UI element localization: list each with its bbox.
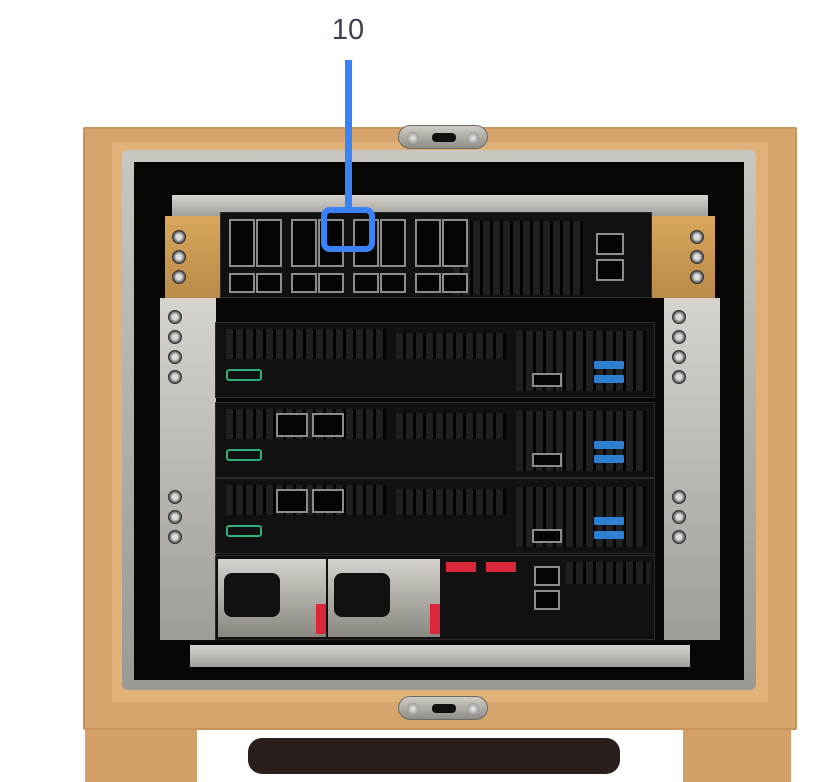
- power-supply-1: [218, 559, 326, 637]
- usb-port: [594, 441, 624, 449]
- callout-highlight-box: [321, 207, 375, 252]
- sfp-port: [291, 219, 317, 267]
- bolt-icon: [168, 350, 182, 364]
- vent: [396, 333, 506, 359]
- usb-port: [594, 375, 624, 383]
- bolt-icon: [168, 370, 182, 384]
- sfp-port: [415, 273, 441, 293]
- sfp-port: [256, 219, 282, 267]
- sfp-port: [380, 219, 406, 267]
- bolt-icon: [672, 530, 686, 544]
- right-rail: [664, 298, 720, 640]
- ethernet-port: [276, 489, 308, 513]
- bolt-icon: [168, 330, 182, 344]
- power-supply-2: [328, 559, 440, 637]
- vent: [226, 329, 386, 359]
- power-row: [215, 555, 655, 640]
- bottom-latch: [398, 696, 488, 720]
- left-foot: [85, 730, 197, 782]
- network-switch: [220, 212, 652, 298]
- sfp-port: [256, 273, 282, 293]
- switch-top-plate: [172, 195, 708, 217]
- bolt-icon: [168, 490, 182, 504]
- screw-icon: [467, 132, 479, 144]
- mgmt-port: [596, 233, 624, 255]
- ethernet-port: [276, 413, 308, 437]
- usb-port: [594, 455, 624, 463]
- bottom-bar: [190, 645, 690, 667]
- vent: [396, 413, 506, 439]
- ethernet-port: [312, 413, 344, 437]
- screw-icon: [407, 703, 419, 715]
- sfp-port: [442, 219, 468, 267]
- bolt-icon: [168, 510, 182, 524]
- vent: [566, 562, 651, 584]
- usb-port: [594, 361, 624, 369]
- switch-vent: [453, 221, 583, 295]
- mgmt-port: [596, 259, 624, 281]
- bolt-icon: [672, 350, 686, 364]
- bolt-icon: [172, 270, 186, 284]
- psu-release-tab: [430, 604, 440, 634]
- screw-icon: [407, 132, 419, 144]
- module-latch: [486, 562, 516, 572]
- bolt-icon: [672, 490, 686, 504]
- server-node-1: [215, 322, 655, 398]
- power-inlet: [334, 573, 390, 617]
- ethernet-port: [534, 566, 560, 586]
- bolt-icon: [672, 370, 686, 384]
- sfp-port: [442, 273, 468, 293]
- status-led: [226, 369, 262, 381]
- ethernet-port: [312, 489, 344, 513]
- power-inlet: [224, 573, 280, 617]
- vent: [396, 489, 506, 515]
- usb-port: [594, 517, 624, 525]
- screw-icon: [467, 703, 479, 715]
- display-port: [532, 529, 562, 543]
- status-led: [226, 449, 262, 461]
- bolt-icon: [172, 250, 186, 264]
- display-port: [532, 453, 562, 467]
- sfp-port: [291, 273, 317, 293]
- bolt-icon: [672, 310, 686, 324]
- sfp-port: [229, 219, 255, 267]
- server-node-3: [215, 478, 655, 554]
- right-mount-ear: [650, 216, 715, 298]
- bolt-icon: [168, 310, 182, 324]
- sfp-port: [318, 273, 344, 293]
- status-led: [226, 525, 262, 537]
- psu-release-tab: [316, 604, 326, 634]
- sfp-port: [380, 273, 406, 293]
- bolt-icon: [690, 250, 704, 264]
- callout-label: 10: [331, 14, 365, 46]
- right-foot: [683, 730, 791, 782]
- bolt-icon: [168, 530, 182, 544]
- sfp-port: [415, 219, 441, 267]
- server-node-2: [215, 402, 655, 478]
- bolt-icon: [690, 230, 704, 244]
- carry-handle: [248, 738, 620, 774]
- latch-slot: [432, 704, 456, 713]
- bolt-icon: [672, 510, 686, 524]
- left-rail: [160, 298, 216, 640]
- sfp-port: [353, 273, 379, 293]
- latch-slot: [432, 133, 456, 142]
- ethernet-port: [534, 590, 560, 610]
- top-latch: [398, 125, 488, 149]
- module-latch: [446, 562, 476, 572]
- callout-leader-line: [345, 60, 352, 210]
- sfp-port: [229, 273, 255, 293]
- bolt-icon: [172, 230, 186, 244]
- bolt-icon: [672, 330, 686, 344]
- display-port: [532, 373, 562, 387]
- usb-port: [594, 531, 624, 539]
- bolt-icon: [690, 270, 704, 284]
